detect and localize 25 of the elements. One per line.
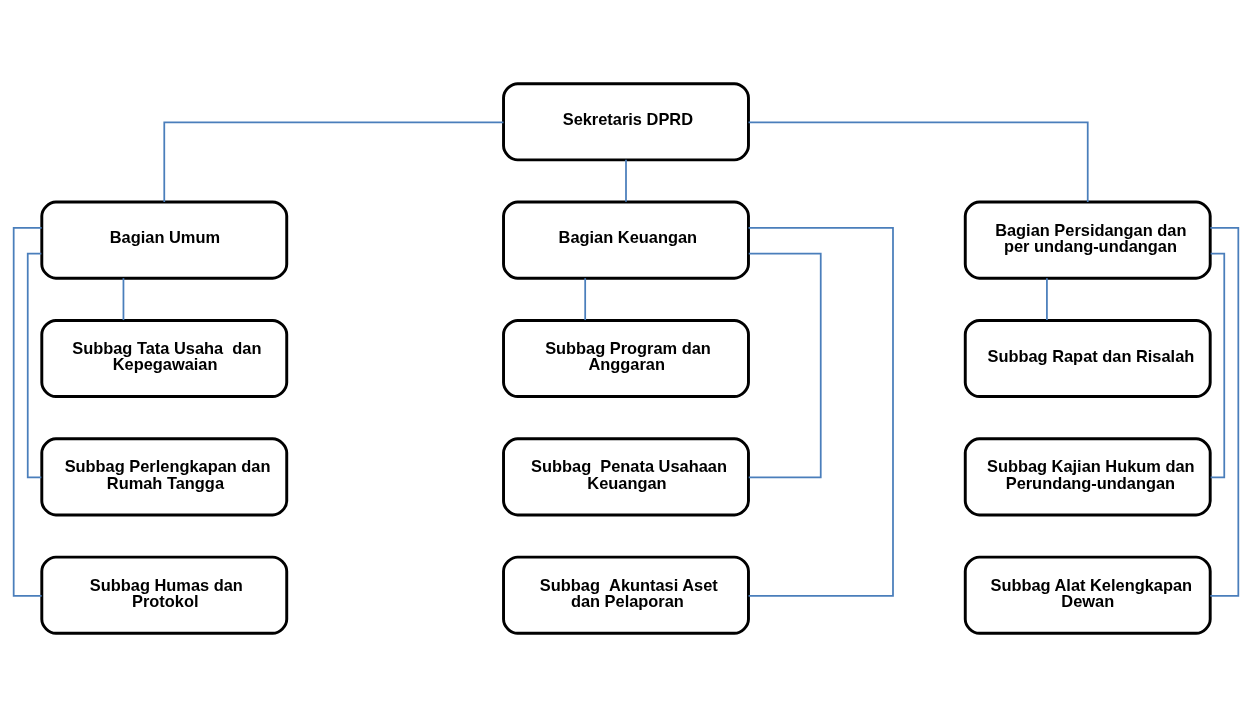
node-box: Subbag Penata Usahaan Keuangan — [502, 437, 750, 517]
node-box: Bagian Keuangan — [502, 200, 750, 280]
node-box: Subbag Akuntasi Aset dan Pelaporan — [502, 555, 750, 635]
connector — [1046, 277, 1048, 321]
connector — [26, 252, 43, 479]
node-box: Subbag Humas dan Protokol — [40, 555, 289, 635]
connector — [12, 226, 43, 597]
connector — [625, 159, 627, 203]
connector — [747, 252, 822, 479]
node-box: Subbag Perlengkapan dan Rumah Tangga — [40, 437, 289, 517]
node-box: Subbag Rapat dan Risalah — [963, 318, 1212, 399]
connector — [1209, 226, 1240, 597]
node-box: Sekretaris DPRD — [502, 82, 750, 162]
connector — [747, 226, 894, 597]
connector — [1209, 252, 1226, 479]
connector — [747, 121, 1089, 203]
node-box: Bagian Persidangan dan per undang-undangan — [963, 200, 1212, 280]
node-box: Subbag Alat Kelengkapan Dewan — [963, 555, 1212, 635]
connector — [122, 277, 125, 321]
connector — [584, 277, 587, 321]
node-box: Subbag Program dan Anggaran — [502, 318, 750, 399]
node-box: Bagian Umum — [40, 200, 289, 280]
connector — [163, 121, 505, 203]
node-box: Subbag Kajian Hukum dan Perundang-undangan — [963, 437, 1212, 517]
node-box: Subbag Tata Usaha dan Kepegawaian — [40, 318, 289, 399]
